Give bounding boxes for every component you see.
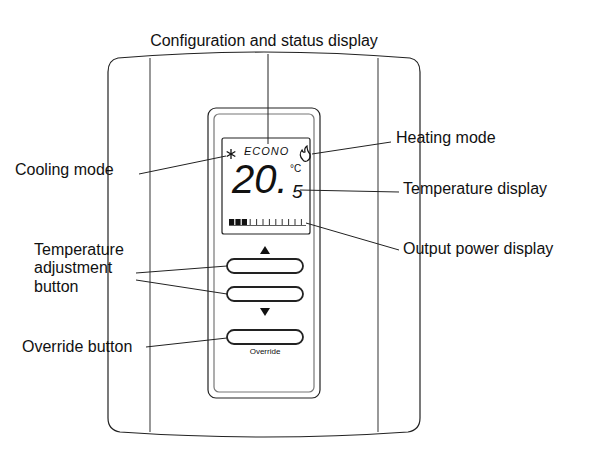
leader-line — [136, 266, 227, 273]
up-arrow-symbol — [260, 246, 270, 254]
power-tick — [263, 219, 264, 225]
button-caption: Override — [250, 347, 281, 356]
lcd-unit: °C — [290, 163, 301, 175]
callout-label: Override button — [22, 338, 132, 356]
power-segment — [229, 219, 234, 225]
leader-line — [146, 338, 227, 347]
front-panel-inner — [214, 114, 314, 392]
callout-label: Heating mode — [396, 129, 496, 147]
output-power-bar — [229, 219, 306, 226]
leader-line — [268, 54, 269, 144]
leader-line — [306, 223, 399, 250]
lcd-decimal-digit: 5 — [292, 181, 303, 203]
power-tick — [275, 219, 276, 225]
power-tick — [301, 219, 302, 225]
up-button — [227, 259, 303, 273]
power-tick — [269, 219, 270, 225]
power-segment — [242, 219, 247, 225]
callout-label: Cooling mode — [15, 161, 114, 179]
power-segment — [235, 219, 240, 225]
down-button — [227, 287, 303, 301]
power-tick — [250, 219, 251, 225]
callout-label: Output power display — [403, 240, 553, 258]
housing-groove — [150, 58, 378, 432]
lcd-status-text: ECONO — [244, 145, 289, 158]
override-button — [227, 330, 303, 344]
front-panel — [208, 108, 320, 398]
power-tick — [282, 219, 283, 225]
power-tick — [288, 219, 289, 225]
lcd-frame — [222, 138, 310, 234]
leader-line — [300, 190, 399, 192]
housing-outline — [108, 52, 420, 437]
leader-line — [139, 156, 226, 174]
leader-line — [136, 280, 227, 294]
leader-line — [312, 142, 391, 154]
power-tick — [295, 219, 296, 225]
callout-label: Temperature display — [403, 180, 547, 198]
flame-symbol — [300, 146, 310, 161]
callout-label: Temperature adjustment button — [34, 241, 138, 296]
down-arrow-symbol — [260, 308, 270, 316]
power-tick — [256, 219, 257, 225]
callout-label: Configuration and status display — [150, 32, 378, 50]
lcd-temperature-digits: 20. — [232, 156, 288, 202]
power-baseline — [229, 225, 306, 226]
